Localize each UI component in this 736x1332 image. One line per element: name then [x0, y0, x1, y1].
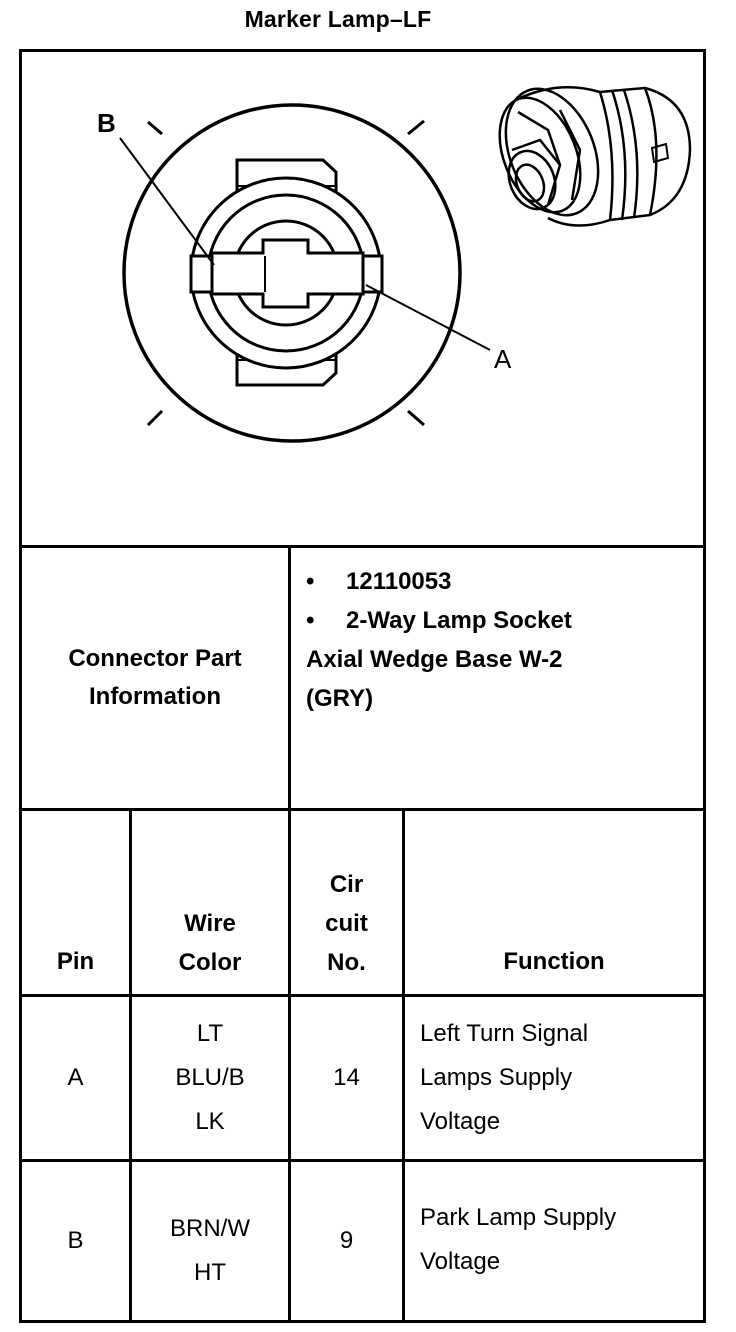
connector-info-label: Connector Part Information — [22, 548, 288, 808]
connector-description-line1: Axial Wedge Base W-2 — [306, 646, 563, 673]
header-wire-color: Wire Color — [132, 811, 288, 994]
header-wire-color-line2: Color — [178, 949, 242, 976]
row-b-function: Park Lamp Supply Voltage — [420, 1196, 700, 1284]
bullet-icon: • — [306, 568, 315, 595]
table-border-top — [20, 49, 706, 52]
header-function-label: Function — [503, 948, 605, 976]
callout-label-b: B — [97, 108, 116, 138]
row-a-function: Left Turn Signal Lamps Supply Voltage — [420, 1012, 700, 1144]
table-divider-row — [20, 1159, 706, 1162]
row-b-wire-color: BRN/W HT — [132, 1162, 288, 1320]
row-b-pin-value: B — [67, 1226, 84, 1254]
row-a-function-line3: Voltage — [420, 1108, 501, 1135]
connector-part-number: 12110053 — [346, 568, 452, 595]
table-divider-diagram — [20, 545, 706, 548]
row-a-pin: A — [22, 997, 129, 1159]
row-a-wire-color: LT BLU/B LK — [132, 997, 288, 1159]
header-circuit-line1: Cir — [329, 871, 364, 898]
column-divider-pin — [129, 808, 132, 1323]
connector-info-label-line1: Connector Part — [68, 645, 242, 672]
row-a-circuit: 14 — [291, 997, 402, 1159]
connector-bullet-part-number: • 12110053 — [306, 562, 696, 601]
table-divider-connector — [20, 808, 706, 811]
row-b-wire-color-line2: HT — [194, 1259, 226, 1286]
header-circuit: Cir cuit No. — [291, 811, 402, 994]
connector-info-label-line2: Information — [88, 683, 221, 710]
table-border-bottom — [20, 1320, 706, 1323]
row-a-wire-color-line2: BLU/B — [175, 1064, 245, 1091]
connector-face-view — [122, 103, 462, 443]
row-b-function-line2: Voltage — [420, 1248, 501, 1275]
row-a-wire-color-line1: LT — [196, 1020, 224, 1047]
bullet-icon: • — [306, 607, 315, 634]
lamp-socket-illustration — [498, 85, 692, 227]
callout-lines — [119, 137, 491, 351]
table-border-right — [703, 49, 706, 1323]
connector-diagram: B A — [97, 85, 692, 443]
header-wire-color-line1: Wire — [184, 910, 236, 937]
table-divider-header — [20, 994, 706, 997]
row-a-circuit-value: 14 — [333, 1063, 360, 1091]
header-pin-label: Pin — [56, 948, 95, 976]
row-a-wire-color-line3: LK — [195, 1108, 225, 1135]
row-b-pin: B — [22, 1162, 129, 1320]
header-function: Function — [405, 811, 703, 994]
row-b-circuit: 9 — [291, 1162, 402, 1320]
row-a-function-line1: Left Turn Signal — [420, 1020, 589, 1047]
row-b-wire-color-line1: BRN/W — [170, 1215, 250, 1242]
header-pin: Pin — [22, 811, 129, 994]
callout-label-a: A — [494, 344, 512, 374]
connector-description-line2: (GRY) — [306, 685, 374, 712]
connector-divider — [288, 545, 291, 811]
header-circuit-line2: cuit — [325, 910, 368, 937]
row-a-function-line2: Lamps Supply — [420, 1064, 573, 1091]
column-divider-wire — [288, 808, 291, 1323]
page-title: Marker Lamp–LF — [244, 6, 432, 32]
header-circuit-line3: No. — [327, 949, 366, 976]
table-border-left — [19, 49, 22, 1323]
row-b-circuit-value: 9 — [339, 1226, 354, 1254]
connector-bullet-type: • 2-Way Lamp Socket — [306, 601, 696, 640]
connector-info-details: • 12110053 • 2-Way Lamp Socket Axial Wed… — [306, 562, 696, 718]
row-a-pin-value: A — [67, 1063, 84, 1091]
column-divider-circuit — [402, 808, 405, 1323]
row-b-function-line1: Park Lamp Supply — [420, 1204, 617, 1231]
connector-type: 2-Way Lamp Socket — [346, 607, 572, 634]
